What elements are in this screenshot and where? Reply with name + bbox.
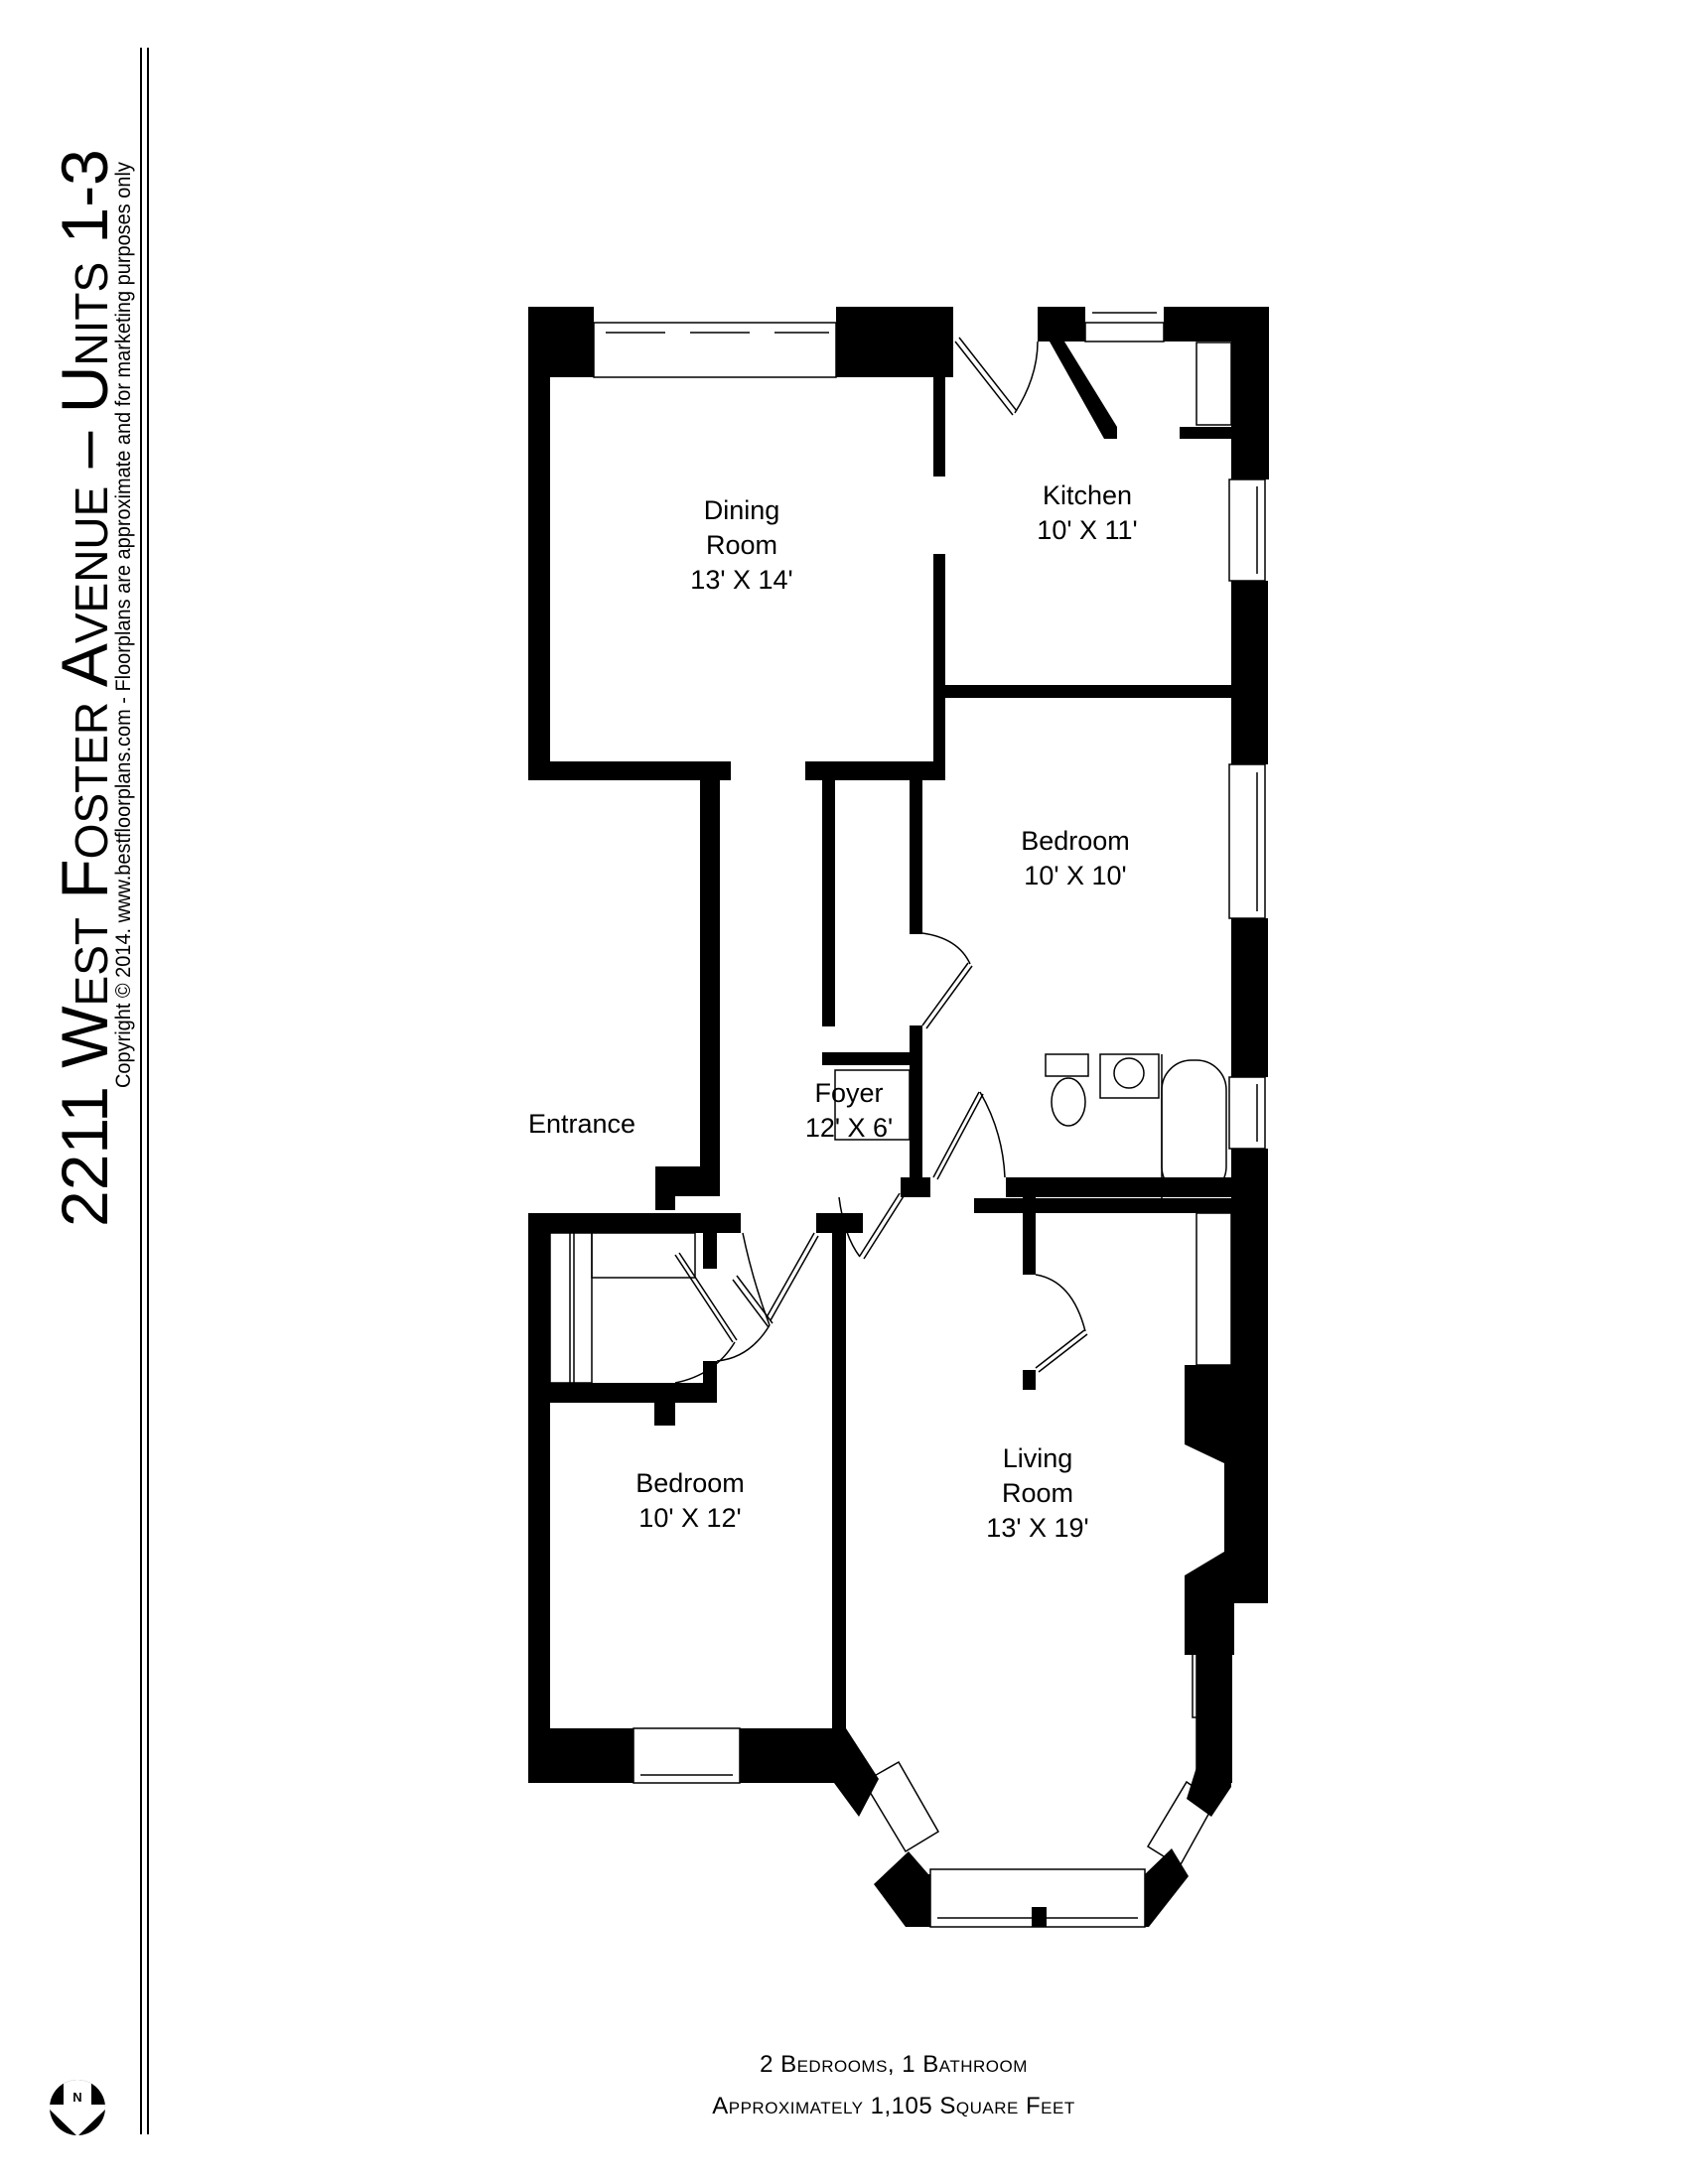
room-name: Kitchen xyxy=(1042,480,1133,510)
room-size: 10' X 10' xyxy=(1024,861,1127,890)
summary-bed-bath: 2 Bedrooms, 1 Bathroom xyxy=(760,2051,1028,2078)
room-name: Living xyxy=(1002,1443,1073,1473)
room-name: Room xyxy=(1001,1478,1074,1508)
room-name: Foyer xyxy=(814,1078,884,1108)
room-living: Living Room 13' X 19' xyxy=(986,1441,1088,1546)
border-rule-left xyxy=(140,48,142,2134)
room-foyer: Foyer 12' X 6' xyxy=(805,1076,893,1146)
room-bedroom-2: Bedroom 10' X 12' xyxy=(635,1466,745,1536)
north-arrow-icon: N xyxy=(49,2079,106,2136)
room-size: 10' X 12' xyxy=(638,1503,742,1533)
room-size: 13' X 19' xyxy=(986,1513,1089,1543)
windows-doors xyxy=(549,312,1266,1928)
room-dining: Dining Room 13' X 14' xyxy=(690,493,792,598)
room-entrance: Entrance xyxy=(528,1107,635,1142)
compass-label: N xyxy=(72,2090,81,2105)
walls xyxy=(528,307,1269,1927)
room-name: Room xyxy=(705,530,778,560)
room-size: 10' X 11' xyxy=(1037,515,1138,545)
room-name: Bedroom xyxy=(1021,826,1130,856)
room-name: Entrance xyxy=(527,1109,636,1139)
room-size: 12' X 6' xyxy=(804,1113,894,1143)
room-size: 13' X 14' xyxy=(690,565,793,595)
room-name: Dining xyxy=(703,495,780,525)
room-kitchen: Kitchen 10' X 11' xyxy=(1037,478,1137,548)
summary-square-feet: Approximately 1,105 Square Feet xyxy=(712,2093,1075,2119)
room-name: Bedroom xyxy=(635,1468,745,1498)
border-rule-right xyxy=(147,48,149,2134)
room-bedroom-1: Bedroom 10' X 10' xyxy=(1021,824,1130,893)
